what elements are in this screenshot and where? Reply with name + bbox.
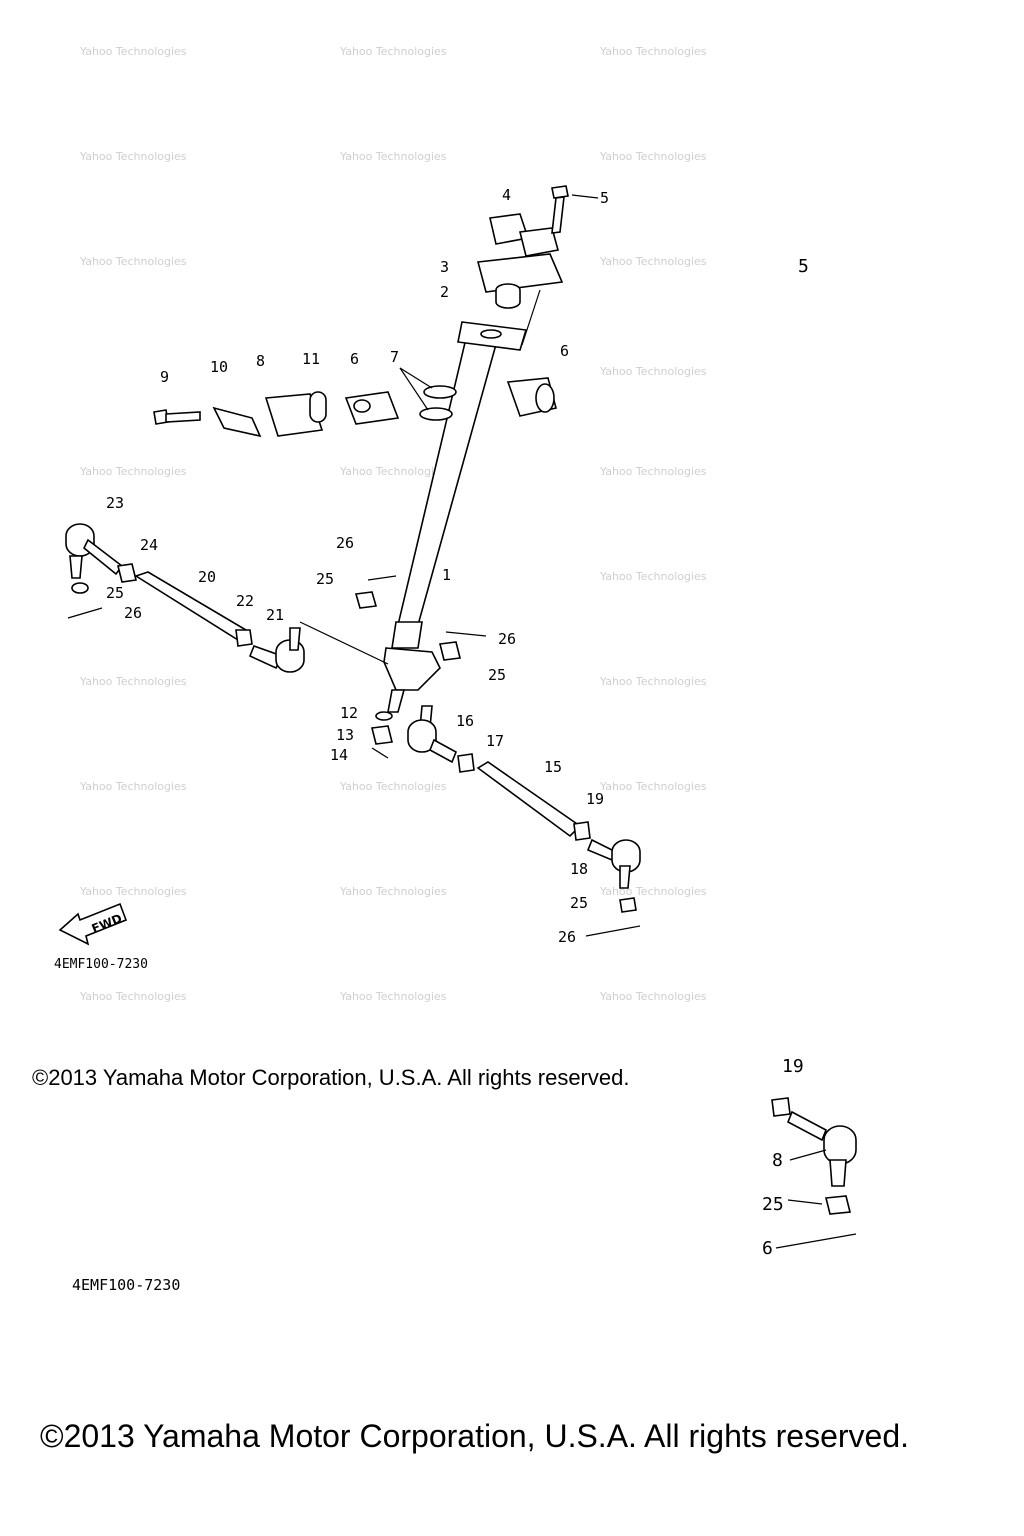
callout-16: 16: [456, 712, 474, 730]
callout-18: 18: [570, 860, 588, 878]
callout-19: 19: [586, 790, 604, 808]
callout-labels: 1 2 3 4 5 5 6 6 7 8 9 10 11 12 13 14 15 …: [106, 186, 809, 946]
callout-22: 22: [236, 592, 254, 610]
callout-21: 21: [266, 606, 284, 624]
watermark: Yahoo Technologies: [79, 465, 187, 478]
watermark: Yahoo Technologies: [599, 45, 707, 58]
watermark-layer: Yahoo Technologies Yahoo Technologies Ya…: [79, 45, 707, 1003]
callout-13: 13: [336, 726, 354, 744]
callout-26-bottom: 26: [558, 928, 576, 946]
center-hardware: [354, 575, 487, 759]
watermark: Yahoo Technologies: [599, 465, 707, 478]
callout-25-bottom: 25: [570, 894, 588, 912]
callout-1: 1: [442, 566, 451, 584]
callout-26-center: 26: [336, 534, 354, 552]
watermark: Yahoo Technologies: [79, 255, 187, 268]
callout-15: 15: [544, 758, 562, 776]
callout-23: 23: [106, 494, 124, 512]
callout-5-secondary: 5: [798, 256, 809, 277]
callout-12: 12: [340, 704, 358, 722]
watermark: Yahoo Technologies: [79, 675, 187, 688]
bush-6-right: [506, 377, 557, 417]
fwd-arrow: FWD: [58, 902, 128, 946]
watermark: Yahoo Technologies: [339, 990, 447, 1003]
drawing-code-top: 4EMF100-7230: [54, 957, 148, 972]
watermark: Yahoo Technologies: [79, 780, 187, 793]
callout-4: 4: [502, 186, 511, 204]
watermark: Yahoo Technologies: [599, 255, 707, 268]
callout-11: 11: [302, 350, 320, 368]
watermark: Yahoo Technologies: [599, 780, 707, 793]
callout-17: 17: [486, 732, 504, 750]
circlips-7: [399, 367, 457, 421]
drawing-code-bottom: 4EMF100-7230: [72, 1276, 180, 1294]
callout-25-left: 25: [106, 584, 124, 602]
callout-25-right: 25: [488, 666, 506, 684]
callout-7: 7: [390, 348, 399, 366]
callout-26-right: 26: [498, 630, 516, 648]
watermark: Yahoo Technologies: [79, 150, 187, 163]
inset-callout-25: 25: [762, 1194, 784, 1215]
copyright-notice-large: ©2013 Yamaha Motor Corporation, U.S.A. A…: [40, 1418, 910, 1454]
watermark: Yahoo Technologies: [79, 45, 187, 58]
left-tie-rod: [65, 523, 389, 673]
callout-2: 2: [440, 283, 449, 301]
inset-callout-19: 19: [782, 1056, 804, 1077]
watermark: Yahoo Technologies: [599, 675, 707, 688]
watermark: Yahoo Technologies: [339, 885, 447, 898]
column-holder: [476, 213, 564, 346]
watermark: Yahoo Technologies: [339, 45, 447, 58]
watermark: Yahoo Technologies: [599, 990, 707, 1003]
callout-10: 10: [210, 358, 228, 376]
bolt-5: [551, 185, 599, 234]
callout-5: 5: [600, 189, 609, 207]
callout-24: 24: [140, 536, 158, 554]
watermark: Yahoo Technologies: [339, 150, 447, 163]
callout-6-right: 6: [560, 342, 569, 360]
inset-callout-6: 6: [762, 1238, 773, 1259]
watermark: Yahoo Technologies: [79, 885, 187, 898]
steering-column: [383, 321, 528, 713]
watermark: Yahoo Technologies: [599, 570, 707, 583]
callout-8: 8: [256, 352, 265, 370]
callout-25-center: 25: [316, 570, 334, 588]
watermark: Yahoo Technologies: [599, 150, 707, 163]
callout-20: 20: [198, 568, 216, 586]
inset-detail: 19 8 25 6: [762, 1056, 857, 1259]
callout-9: 9: [160, 368, 169, 386]
right-tie-rod: [407, 705, 641, 937]
copyright-notice-small: ©2013 Yamaha Motor Corporation, U.S.A. A…: [32, 1065, 630, 1090]
watermark: Yahoo Technologies: [599, 885, 707, 898]
inset-callout-8: 8: [772, 1150, 783, 1171]
callout-3: 3: [440, 258, 449, 276]
watermark: Yahoo Technologies: [339, 465, 447, 478]
callout-14: 14: [330, 746, 348, 764]
callout-26-left: 26: [124, 604, 142, 622]
left-bracket-assembly: [153, 391, 400, 438]
watermark: Yahoo Technologies: [79, 990, 187, 1003]
watermark: Yahoo Technologies: [339, 780, 447, 793]
callout-6-left: 6: [350, 350, 359, 368]
watermark: Yahoo Technologies: [599, 365, 707, 378]
